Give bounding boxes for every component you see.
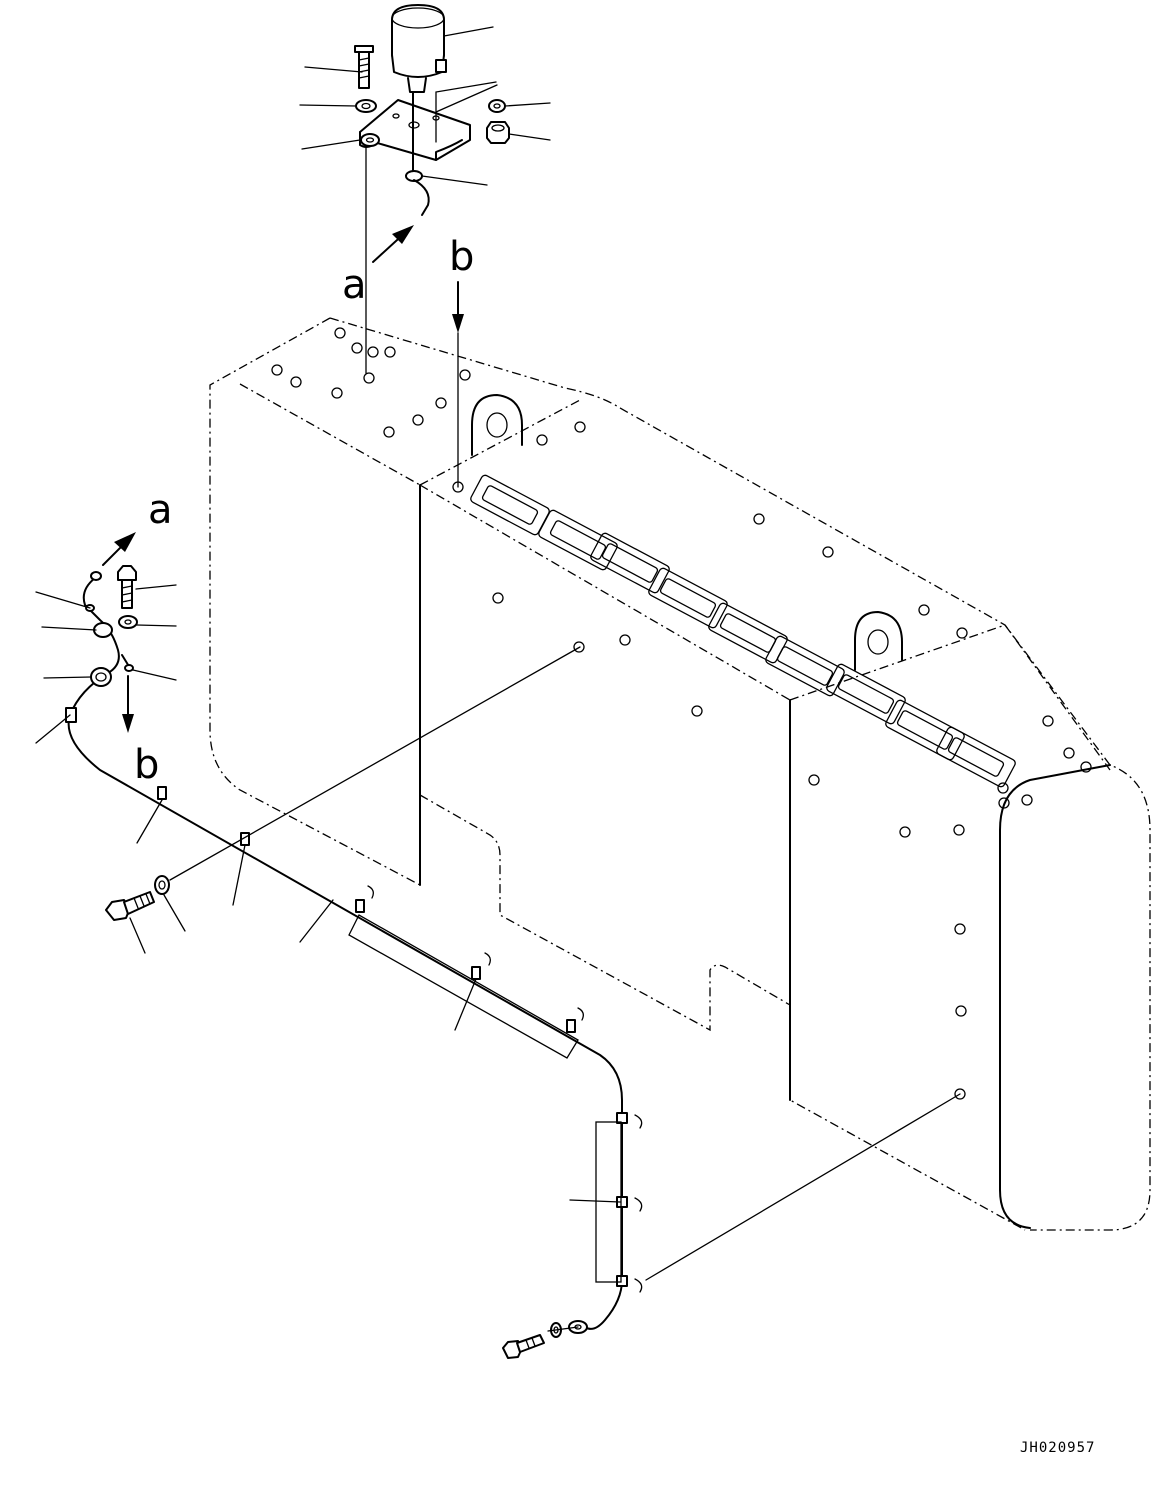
bracket-bolt-left bbox=[117, 565, 137, 609]
beacon-centrelines bbox=[365, 81, 497, 374]
arrow-a-top bbox=[372, 225, 414, 263]
beacon-lead-wire bbox=[405, 91, 430, 216]
drawing-number: JH020957 bbox=[1020, 1440, 1095, 1456]
view-a-label-top: a bbox=[342, 262, 367, 308]
lifting-eye-right bbox=[854, 611, 903, 671]
rotating-beacon bbox=[391, 4, 447, 93]
view-a-label-left: a bbox=[148, 487, 173, 533]
beacon-bolt-top bbox=[354, 45, 374, 89]
beacon-leaders bbox=[299, 26, 551, 186]
view-b-label-top: b bbox=[449, 234, 474, 280]
beacon-nut bbox=[486, 121, 510, 144]
arrow-a-left bbox=[102, 532, 136, 566]
mounting-bracket bbox=[359, 99, 471, 161]
harness-wire bbox=[67, 577, 623, 1330]
arrow-b-top bbox=[452, 281, 464, 488]
harness-protector-1 bbox=[348, 914, 579, 1059]
view-b-label-left: b bbox=[134, 742, 159, 788]
harness-clips bbox=[65, 707, 643, 1293]
harness-centrelines bbox=[169, 646, 961, 1332]
cover-plates bbox=[470, 474, 1016, 788]
tank-outline bbox=[209, 317, 1151, 1231]
ground-bolt bbox=[502, 1334, 545, 1359]
tank-solid-edges bbox=[419, 484, 1111, 1229]
lifting-eye-left bbox=[471, 394, 523, 456]
harness-leaders bbox=[35, 584, 621, 1203]
clamp-washer bbox=[154, 875, 170, 895]
tank-bolt-heads bbox=[271, 327, 1092, 1100]
beacon-washers bbox=[355, 99, 506, 147]
harness-protector-2 bbox=[595, 1121, 622, 1283]
clamp-bolt bbox=[105, 891, 155, 921]
arrow-b-left bbox=[122, 675, 134, 733]
bracket-washer-left bbox=[118, 615, 138, 629]
